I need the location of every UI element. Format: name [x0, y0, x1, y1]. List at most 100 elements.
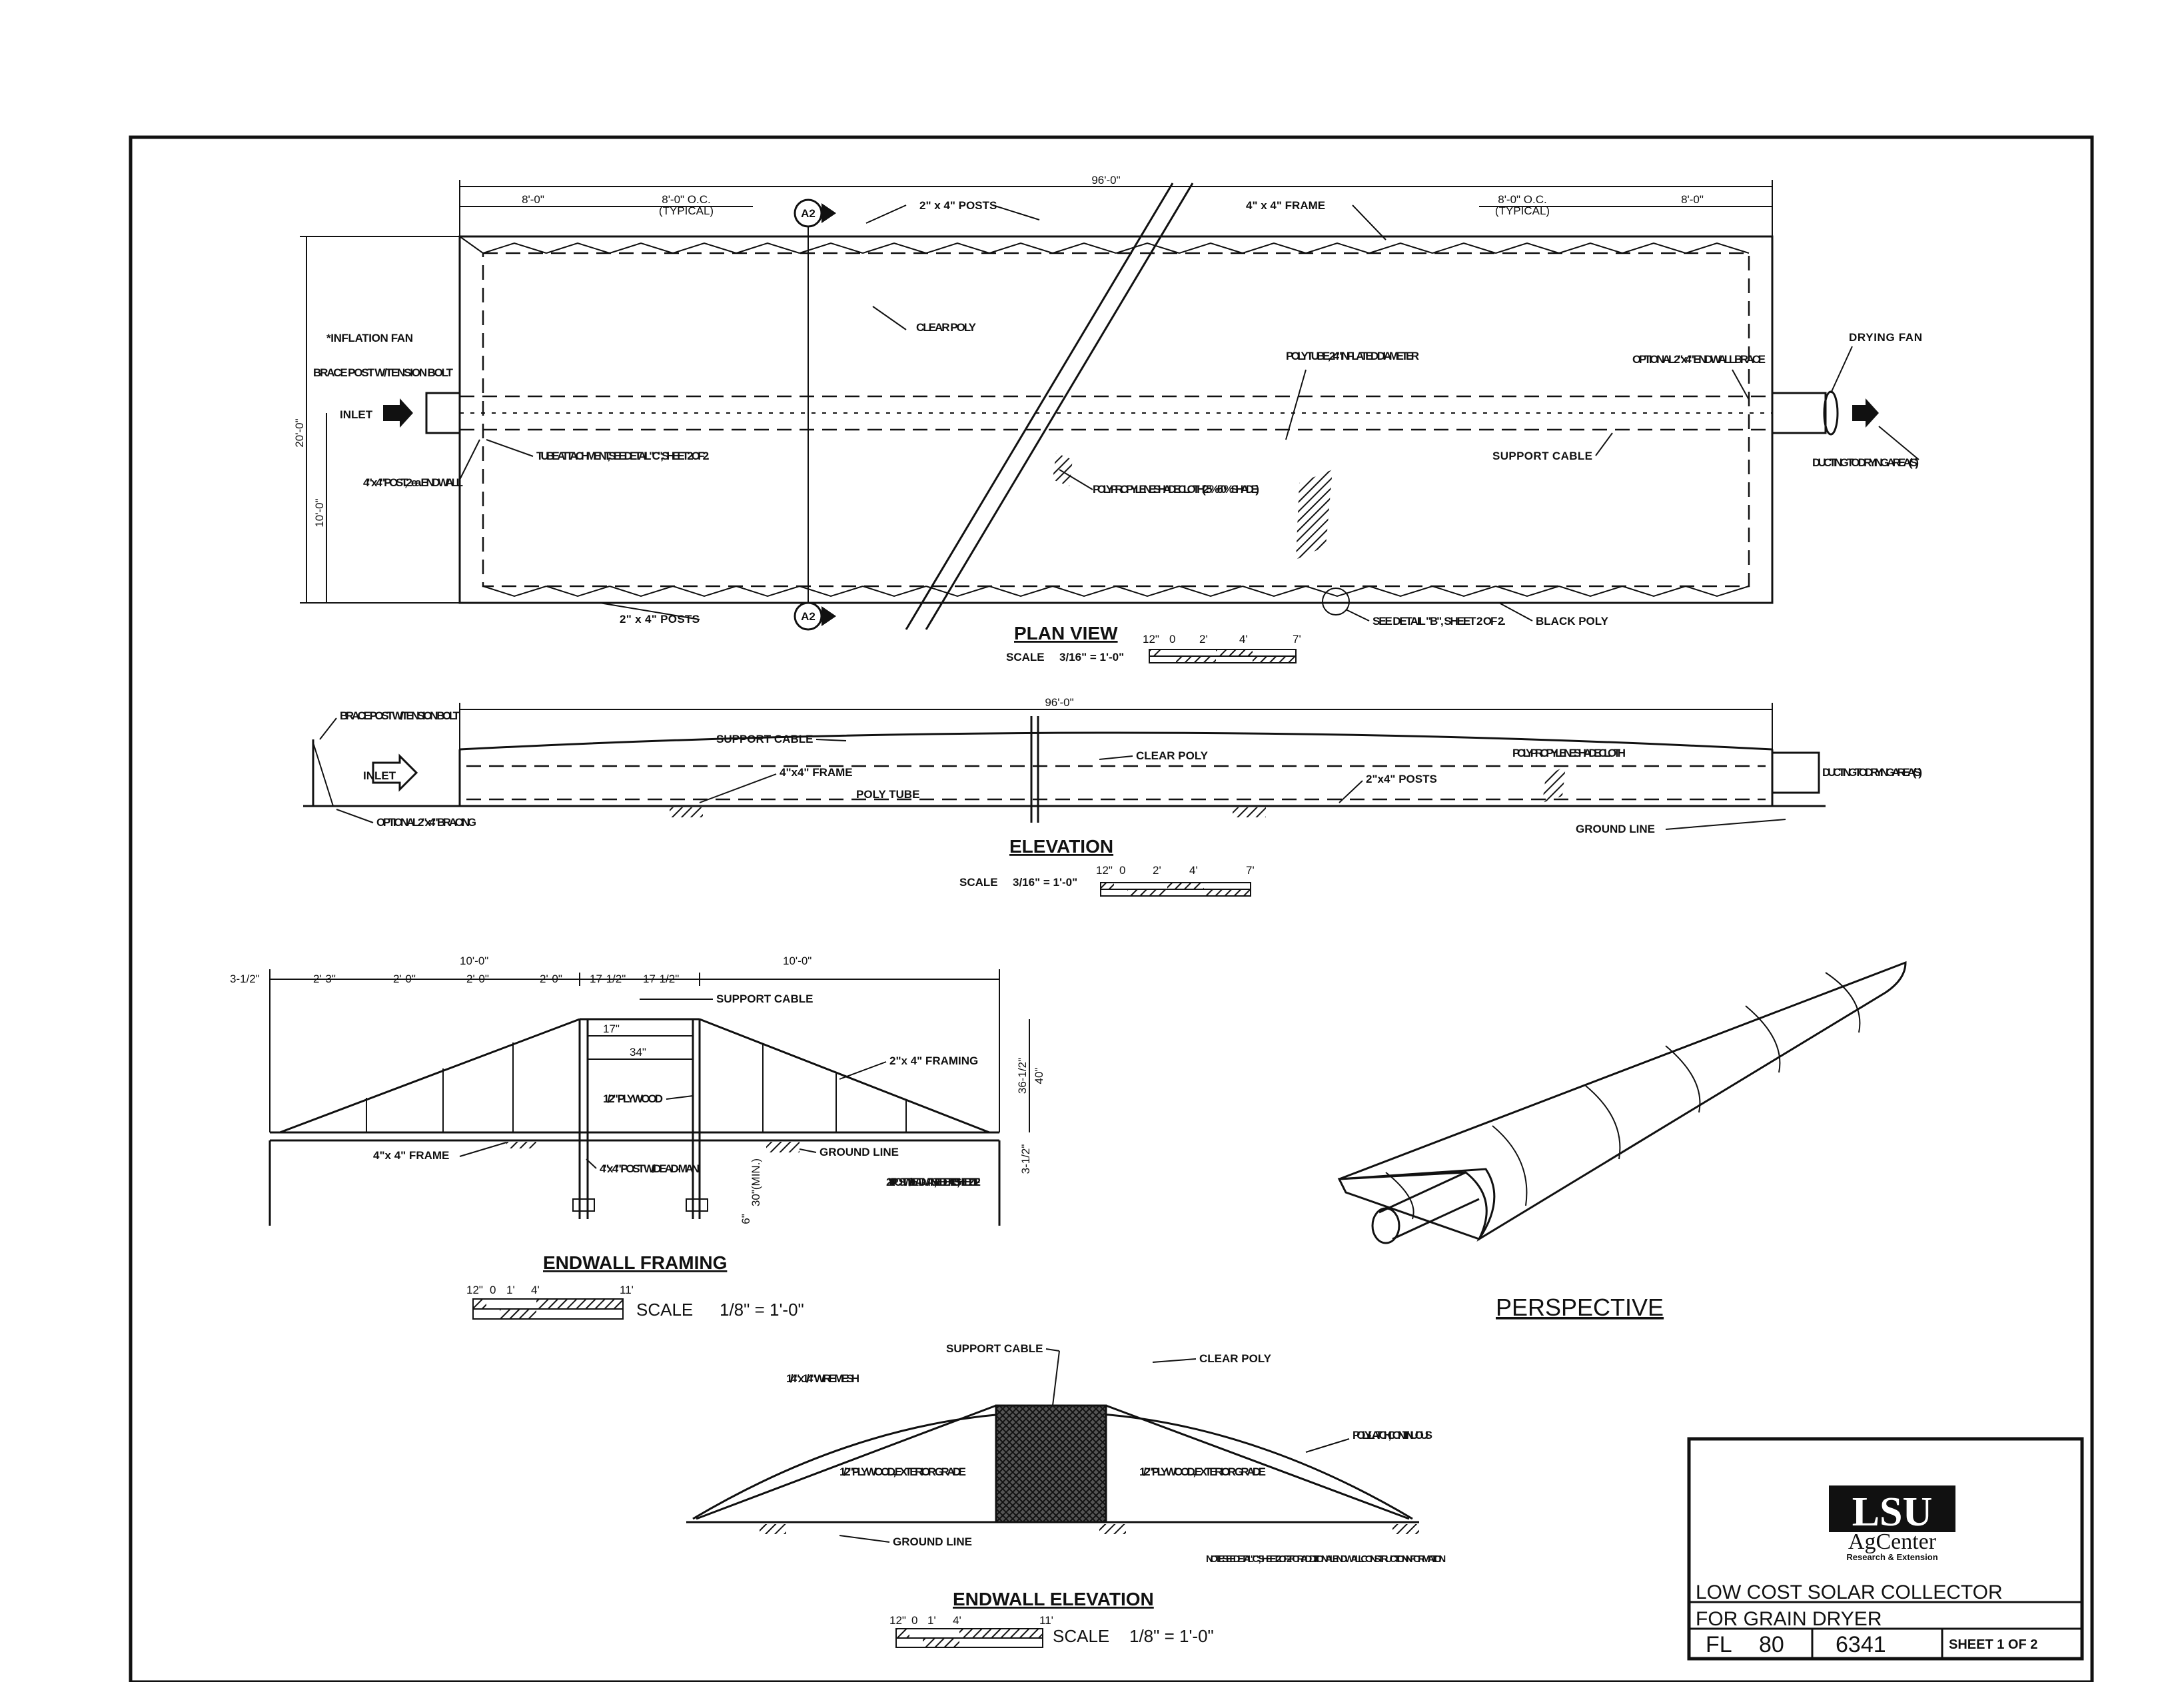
- elev-dim-total: 96'-0": [1045, 696, 1073, 709]
- tb-sheet: SHEET 1 OF 2: [1949, 1637, 2037, 1652]
- ee-label-clear-poly: CLEAR POLY: [1199, 1352, 1272, 1365]
- ee-scale-tick-11: 11': [1039, 1614, 1053, 1627]
- truss-lines: [482, 242, 1750, 598]
- elev-label-posts: 2"x4" POSTS: [1366, 773, 1437, 785]
- dim-typical-left: (TYPICAL): [659, 205, 714, 217]
- ef-label-ground-line: GROUND LINE: [819, 1146, 899, 1158]
- tb-plan-number: 6341: [1836, 1632, 1886, 1657]
- section-mark-top: A2: [801, 207, 816, 220]
- title-block: LSU AgCenter Research & Extension LOW CO…: [1687, 1437, 2084, 1661]
- elev-label-ground-line: GROUND LINE: [1576, 823, 1655, 835]
- ee-scale-tick-12: 12": [889, 1614, 906, 1627]
- plan-scale-tick-4: 4': [1239, 633, 1248, 645]
- ee-scale-tick-1: 1': [927, 1614, 936, 1627]
- elev-label-optional-bracing: OPTIONAL 2"x4" BRACING: [376, 816, 476, 829]
- label-inflation-fan: *INFLATION FAN: [326, 332, 413, 344]
- ef-label-framing: 2"x 4" FRAMING: [889, 1054, 978, 1067]
- logo-sub: AgCenter: [1848, 1529, 1937, 1554]
- label-shade-cloth: POLYPROPYLENE SHADE CLOTH (25%-50% SHADE…: [1093, 483, 1259, 496]
- label-poly-tube: POLY TUBE, 24" INFLATED DIAMETER: [1286, 350, 1419, 362]
- plan-view: 96'-0" 8'-0" 8'-0" O.C. (TYPICAL) 8'-0" …: [293, 174, 1922, 663]
- ee-label-plywood-right: 1/2" PLYWOOD, EXTERIOR GRADE: [1139, 1466, 1266, 1478]
- ef-dim-10b: 10'-0": [783, 955, 812, 967]
- ef-scale-tick-1: 1': [506, 1284, 515, 1296]
- ee-scale-tick-0: 0: [911, 1614, 917, 1627]
- elev-scale-tick-7: 7': [1246, 864, 1255, 877]
- ef-dim-40: 40": [1033, 1068, 1045, 1084]
- elev-scale-bar: [1100, 882, 1251, 897]
- tb-plan-year: 80: [1759, 1632, 1784, 1657]
- section-mark-bottom: A2: [801, 610, 816, 623]
- ef-label-plywood-1: 1/2" PLYWOOD: [603, 1092, 663, 1105]
- ef-dim-3-5b: 3-1/2": [1019, 1144, 1032, 1174]
- perspective-title: PERSPECTIVE: [1496, 1294, 1664, 1321]
- label-frame: 4" x 4" FRAME: [1246, 199, 1325, 212]
- label-tube-attach: TUBE ATTACHMENT, SEE DETAIL "C", SHEET 2…: [536, 450, 710, 462]
- dim-oc-right: 8'-0" O.C.: [1498, 193, 1547, 206]
- elevation-title: ELEVATION: [1009, 836, 1113, 857]
- ee-label-plywood-left: 1/2" PLYWOOD, EXTERIOR GRADE: [839, 1466, 966, 1478]
- elev-scale-label: SCALE: [959, 876, 998, 889]
- plan-scale-tick-7: 7': [1293, 633, 1301, 645]
- ef-dim-36: 36-1/2": [1016, 1058, 1029, 1094]
- label-brace-post: BRACE POST W/TENSION BOLT: [313, 366, 454, 379]
- endwall-framing-title: ENDWALL FRAMING: [543, 1252, 727, 1273]
- label-post: 4" x 4" POST, 2 ea. ENDWALL: [363, 476, 463, 489]
- ef-dim-17b: 17-1/2": [643, 973, 679, 985]
- label-optional-brace: OPTIONAL 2"x4" ENDWALL BRACE: [1632, 353, 1766, 366]
- ef-dim-2-3: 2'-3": [313, 973, 336, 985]
- elev-scale-value: 3/16" = 1'-0": [1013, 876, 1077, 889]
- ef-dim-34: 34": [630, 1046, 646, 1058]
- endwall-framing: 10'-0" 10'-0" 3-1/2" 2'-3" 2'-0" 2'-0" 2…: [230, 955, 1045, 1320]
- ef-scale-tick-0: 0: [490, 1284, 496, 1296]
- dim-width: 20'-0": [293, 418, 306, 447]
- elev-label-support-cable: SUPPORT CABLE: [716, 733, 813, 745]
- ef-dim-17a: 17-1/2": [590, 973, 626, 985]
- ef-scale-value: 1/8" = 1'-0": [720, 1300, 804, 1320]
- label-ducting: DUCTING TO DRYING AREA(S): [1812, 456, 1919, 469]
- elev-label-poly-tube: POLY TUBE: [856, 788, 919, 801]
- elevation: 96'-0" BRACE POST W/TENSION BOLT SUPPORT…: [303, 696, 1922, 897]
- ee-scale-value: 1/8" = 1'-0": [1129, 1626, 1214, 1646]
- ef-dim-2-0c: 2'-0": [540, 973, 562, 985]
- elev-scale-tick-0: 0: [1119, 864, 1125, 877]
- label-clear-poly: CLEAR POLY: [916, 321, 977, 334]
- plan-scale-bar: [1149, 649, 1297, 663]
- ef-dim-2-0a: 2'-0": [393, 973, 416, 985]
- label-posts-top: 2" x 4" POSTS: [919, 199, 997, 212]
- ee-note: NOTE: SEE DETAIL "C", SHEET 2 OF 2 FOR A…: [1206, 1553, 1446, 1565]
- ef-label-frame: 4"x 4" FRAME: [373, 1149, 449, 1162]
- ef-label-support-cable: SUPPORT CABLE: [716, 993, 813, 1005]
- ee-scale-tick-4: 4': [953, 1614, 961, 1627]
- tb-title-1: LOW COST SOLAR COLLECTOR: [1696, 1581, 2003, 1603]
- logo-main: LSU: [1852, 1489, 1933, 1535]
- dim-end-right: 8'-0": [1681, 193, 1704, 206]
- elev-label-brace-post: BRACE POST W/TENSION BOLT: [340, 709, 460, 722]
- ef-label-post-deadman: 4"x 4" POST W/DEAD-MAN: [600, 1162, 700, 1175]
- elev-scale-tick-2: 2': [1153, 864, 1161, 877]
- lsu-agcenter-logo: LSU AgCenter Research & Extension: [1829, 1485, 1955, 1562]
- elev-label-clear-poly: CLEAR POLY: [1136, 749, 1209, 762]
- ef-scale-tick-12: 12": [466, 1284, 483, 1296]
- endwall-elevation-title: ENDWALL ELEVATION: [953, 1589, 1154, 1609]
- ef-dim-2-0b: 2'-0": [466, 973, 489, 985]
- tb-title-2: FOR GRAIN DRYER: [1696, 1608, 1882, 1630]
- label-black-poly: BLACK POLY: [1536, 615, 1609, 628]
- dim-oc-left: 8'-0" O.C.: [662, 193, 711, 206]
- ee-label-support-cable: SUPPORT CABLE: [946, 1342, 1043, 1355]
- logo-tag: Research & Extension: [1846, 1552, 1937, 1562]
- ee-scale-label: SCALE: [1053, 1626, 1109, 1646]
- ef-dim-30: 30"(MIN.): [750, 1158, 762, 1206]
- label-inlet: INLET: [340, 408, 373, 421]
- ef-dim-10a: 10'-0": [460, 955, 488, 967]
- ef-scale-bar: [472, 1298, 624, 1320]
- elev-label-shade-cloth: POLYPROPYLENE SHADE CLOTH: [1512, 747, 1626, 759]
- plan-scale-tick-12: 12": [1143, 633, 1159, 645]
- plan-scale-tick-0: 0: [1169, 633, 1175, 645]
- dim-half: 10'-0": [313, 498, 326, 527]
- ee-label-ground-line: GROUND LINE: [893, 1535, 972, 1548]
- endwall-elevation: SUPPORT CABLE CLEAR POLY 1/4" x 1/4" WIR…: [686, 1342, 1446, 1648]
- dim-typical-right: (TYPICAL): [1495, 205, 1550, 217]
- ee-scale-bar: [895, 1628, 1043, 1648]
- label-posts-bottom: 2" x 4" POSTS: [620, 613, 700, 626]
